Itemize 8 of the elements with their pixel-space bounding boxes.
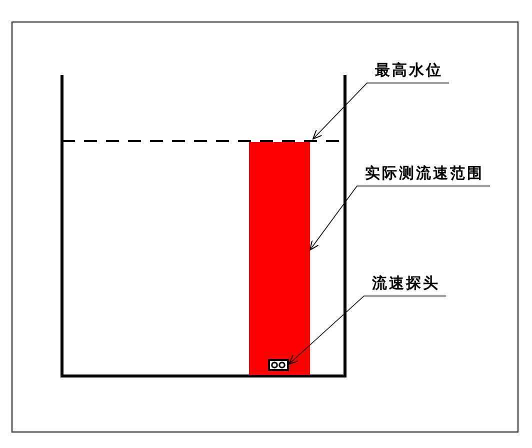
flow-range-region (249, 142, 310, 375)
leader-line (310, 186, 490, 250)
callout-label: 流速探头 (372, 274, 440, 292)
probe-icon (268, 359, 289, 371)
callout-label: 最高水位 (375, 61, 443, 79)
leader-line (312, 82, 450, 140)
leader-line (288, 296, 446, 364)
callout-label: 实际测流速范围 (365, 164, 484, 182)
